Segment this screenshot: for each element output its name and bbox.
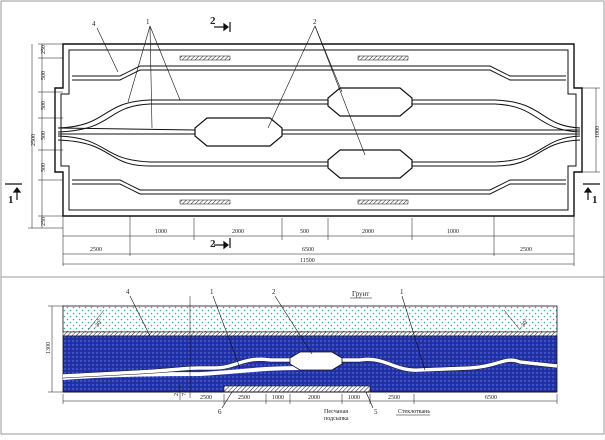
section-bottom-dim-1: 2500 [200,395,212,401]
chamber-lower [327,149,413,179]
section-mark-top: 2 [210,15,216,27]
geotextile-label: Стеклоткань [398,409,430,415]
left-dim-2: 500 [41,71,47,80]
left-dim-3: 500 [41,101,47,110]
sand-label-1: Песчаная [324,409,348,415]
left-dim-1: 250 [41,45,47,54]
section-height-dim: 1300 [46,342,52,354]
sand-bed [223,385,371,393]
bottom-dim-3: 2000 [232,229,244,235]
section-bottom-dim-5: 1000 [348,395,360,401]
chamber-upper [327,87,413,117]
soil-label: Грунт [352,290,369,298]
right-dim: 1000 [595,126,601,138]
section-bottom-dim-7: 6500 [485,395,497,401]
section-bottom-dim-2: 2500 [238,395,250,401]
section-mark-bottom: 2 [210,238,216,250]
section-bottom-dim-4: 2000 [308,395,320,401]
section-mark-left: 1 [8,194,14,206]
section-bottom-dim-6: 2500 [388,395,400,401]
bottom-dim-4: 500 [300,229,309,235]
bottom-dim-overall: 11500 [300,258,315,264]
section-chamber [289,351,343,371]
bottom-dim-6: 1000 [447,229,459,235]
section-callout-4: 4 [126,288,130,296]
sand-label-2: подсыпка [324,416,349,422]
top-plan-view: 4 1 2 2 2 1 1 [5,15,601,266]
callout-4: 4 [92,20,96,28]
bottom-dim-mid-total: 6500 [302,247,314,253]
left-dim-4: 500 [41,131,47,140]
left-dim-5: 500 [41,163,47,172]
section-callout-5: 5 [374,408,378,416]
callout-1: 1 [146,18,150,26]
left-dim-total: 2500 [31,134,37,146]
section-mark-right: 1 [592,194,598,206]
section-callout-6: 6 [218,408,222,416]
bottom-dim-1: 2500 [90,247,102,253]
bottom-dim-2: 1000 [155,229,167,235]
left-dim-6: 250 [41,217,47,226]
bottom-dim-5: 2000 [362,229,374,235]
bottom-dim-7: 2500 [520,247,532,253]
section-callout-1b: 1 [400,288,404,296]
chamber-middle [194,117,283,147]
inner-boundary [60,49,577,211]
soil-layer [62,305,558,333]
cross-section-view: ~30° ~30° Грунт 4 1 2 1 6 5 1300 25 75 [46,288,558,422]
section-bottom-dim-3: 1000 [272,395,284,401]
section-callout-2: 2 [272,288,276,296]
section-small-dim-2: 75 [182,390,188,396]
section-callout-1a: 1 [210,288,214,296]
section-small-dim-1: 25 [174,390,180,396]
callout-2: 2 [313,18,317,26]
